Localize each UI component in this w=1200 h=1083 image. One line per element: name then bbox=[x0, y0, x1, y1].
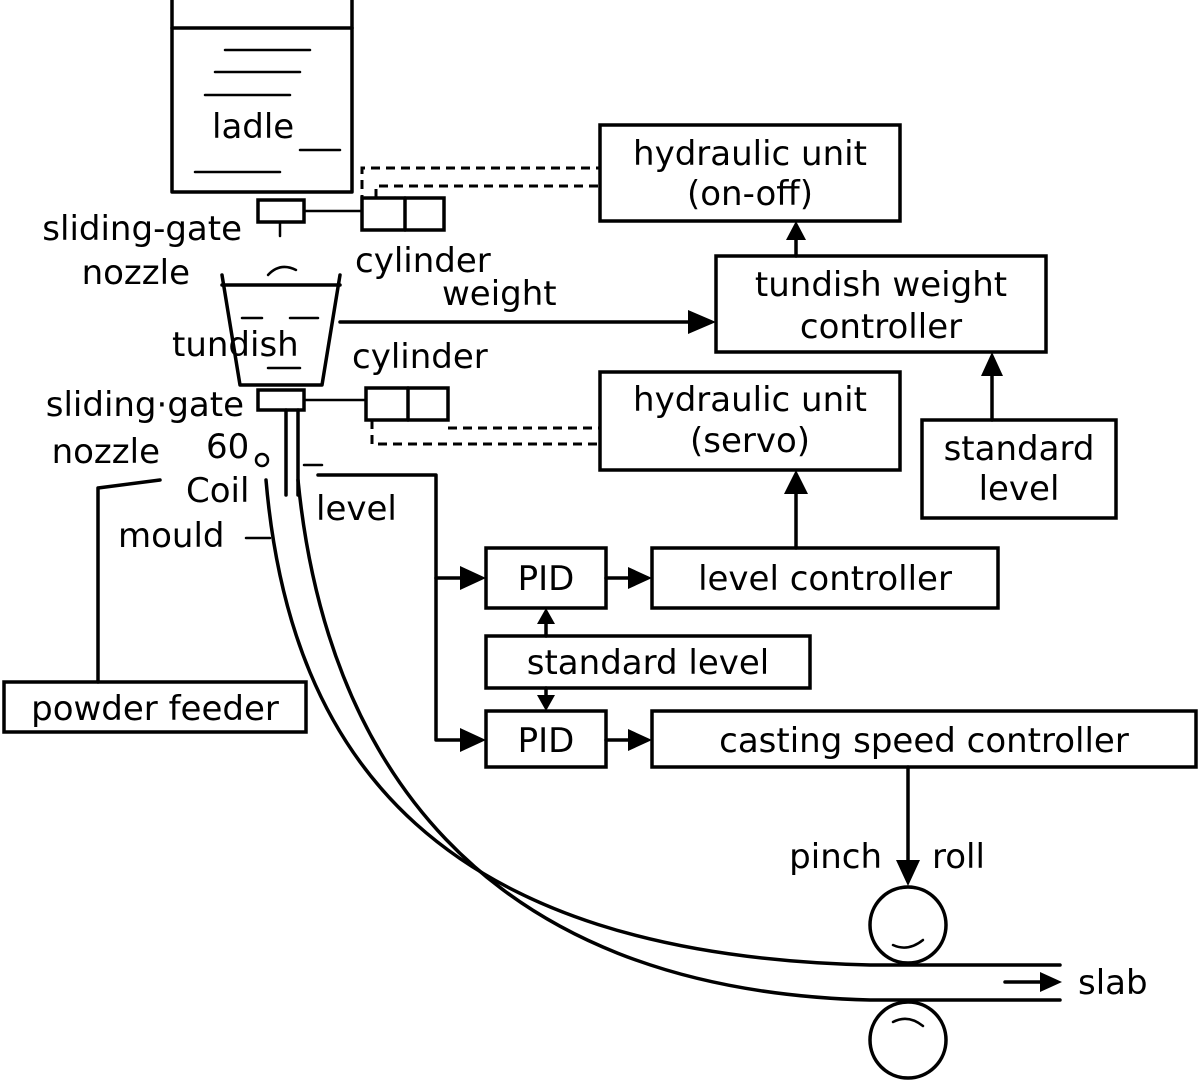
pinch-roll-top bbox=[868, 885, 948, 965]
sliding-gate-2-label: sliding·gate bbox=[46, 385, 244, 425]
hydraulic-line-servo-1 bbox=[370, 420, 600, 446]
sixty-label: 60 bbox=[206, 427, 249, 467]
pid-bottom: PID bbox=[484, 709, 608, 769]
coil-loop bbox=[254, 452, 270, 468]
svg-text:hydraulic unit: hydraulic unit bbox=[633, 134, 867, 174]
coil-label: Coil bbox=[186, 471, 249, 511]
pid-top: PID bbox=[484, 546, 608, 610]
level-controller: level controller bbox=[650, 546, 1000, 610]
ladle-label: ladle bbox=[212, 107, 294, 147]
svg-text:controller: controller bbox=[800, 307, 962, 347]
level-signal-line bbox=[316, 473, 464, 742]
sliding-gate-2-nozzle-label: nozzle bbox=[52, 432, 160, 472]
powder-feeder-box bbox=[2, 680, 308, 734]
hydraulic-unit-servo: hydraulic unit (servo) bbox=[598, 370, 902, 472]
svg-text:hydraulic unit: hydraulic unit bbox=[633, 380, 867, 420]
svg-text:standard: standard bbox=[944, 429, 1095, 469]
svg-text:level controller: level controller bbox=[698, 559, 952, 599]
hydraulic-line-onoff-1 bbox=[360, 166, 600, 204]
sliding-gate-1-label: sliding-gate bbox=[42, 209, 242, 249]
standard-level-mid: standard level bbox=[484, 634, 812, 690]
svg-text:PID: PID bbox=[518, 721, 575, 761]
cylinder-2 bbox=[364, 386, 450, 422]
powder-feeder-label: powder feeder bbox=[31, 689, 279, 729]
svg-text:casting speed controller: casting speed controller bbox=[719, 721, 1129, 761]
svg-text:PID: PID bbox=[518, 559, 575, 599]
slab-label: slab bbox=[1078, 963, 1148, 1003]
pinch-label: pinch bbox=[789, 837, 882, 877]
cylinder-2-label: cylinder bbox=[352, 337, 488, 377]
cylinder-1-label: cylinder bbox=[355, 241, 491, 281]
pinch-roll-bottom bbox=[868, 1000, 948, 1080]
svg-text:(servo): (servo) bbox=[690, 421, 810, 461]
standard-level-right: standard level bbox=[920, 418, 1118, 520]
hydraulic-line-onoff-2 bbox=[374, 184, 600, 198]
tundish bbox=[220, 265, 368, 497]
svg-text:standard level: standard level bbox=[527, 643, 769, 683]
ladle: ladle bbox=[170, 0, 364, 238]
svg-text:tundish weight: tundish weight bbox=[755, 265, 1007, 305]
sliding-gate-1-nozzle-label: nozzle bbox=[82, 253, 190, 293]
mould-label: mould bbox=[118, 516, 225, 556]
powder-feeder-line bbox=[96, 478, 162, 684]
tundish-label: tundish bbox=[172, 325, 299, 365]
hydraulic-unit-onoff: hydraulic unit (on-off) bbox=[598, 123, 902, 223]
level-label: level bbox=[316, 489, 397, 529]
svg-text:(on-off): (on-off) bbox=[687, 174, 813, 214]
casting-speed-controller: casting speed controller bbox=[650, 709, 1198, 769]
strand bbox=[264, 478, 1062, 1002]
weight-label: weight bbox=[442, 274, 557, 314]
roll-label: roll bbox=[932, 837, 985, 877]
svg-text:level: level bbox=[979, 469, 1060, 509]
tundish-weight-controller: tundish weight controller bbox=[714, 254, 1048, 354]
slab-arrow bbox=[1040, 972, 1062, 992]
cylinder-1 bbox=[360, 196, 446, 232]
